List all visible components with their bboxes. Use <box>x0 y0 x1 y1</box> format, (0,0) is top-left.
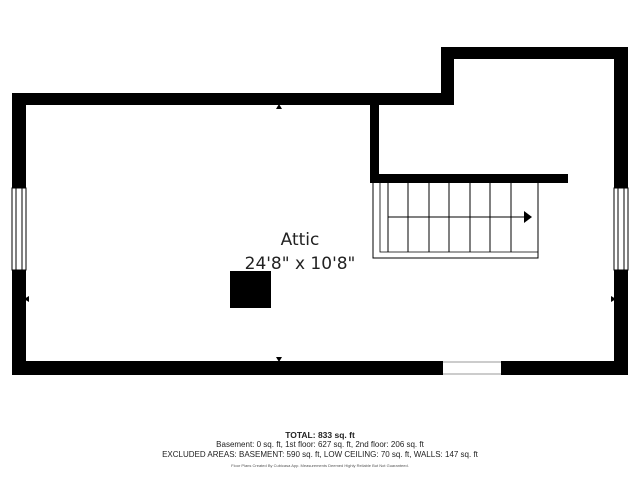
marker-bottom <box>276 357 282 362</box>
wall-top-left <box>12 93 454 105</box>
wall-bottom-left <box>12 361 443 375</box>
room-dimensions: 24'8" x 10'8" <box>244 254 356 274</box>
marker-left <box>24 296 29 302</box>
marker-right <box>611 296 616 302</box>
wall-left-upper <box>12 93 26 188</box>
wall-right-lower <box>614 270 628 375</box>
marker-top <box>276 104 282 109</box>
room-name: Attic <box>280 230 320 250</box>
window-right <box>613 187 629 271</box>
walls <box>12 47 628 375</box>
attic-hatch <box>230 271 271 308</box>
wall-step-vertical <box>441 47 454 105</box>
wall-bottom-right <box>501 361 628 375</box>
total-label: TOTAL: <box>285 430 316 440</box>
staircase <box>372 183 539 259</box>
excluded-areas: EXCLUDED AREAS: BASEMENT: 590 sq. ft, LO… <box>162 450 478 459</box>
window-left <box>11 187 27 271</box>
wall-top-right <box>441 47 628 59</box>
credit-text: Floor Plans Created By Cubicasa App. Mea… <box>231 463 409 468</box>
stair-direction-arrow <box>524 211 532 223</box>
bottom-opening <box>443 361 501 375</box>
stair-wall-horizontal <box>370 174 568 183</box>
floor-plan <box>11 47 629 375</box>
stair-wall-vertical <box>370 100 379 183</box>
total-area: TOTAL: 833 sq. ft <box>0 430 640 440</box>
total-value: 833 sq. ft <box>317 430 355 440</box>
floor-areas: Basement: 0 sq. ft, 1st floor: 627 sq. f… <box>216 440 424 449</box>
wall-left-lower <box>12 270 26 375</box>
dimension-markers <box>24 104 616 362</box>
wall-right-upper <box>614 47 628 188</box>
